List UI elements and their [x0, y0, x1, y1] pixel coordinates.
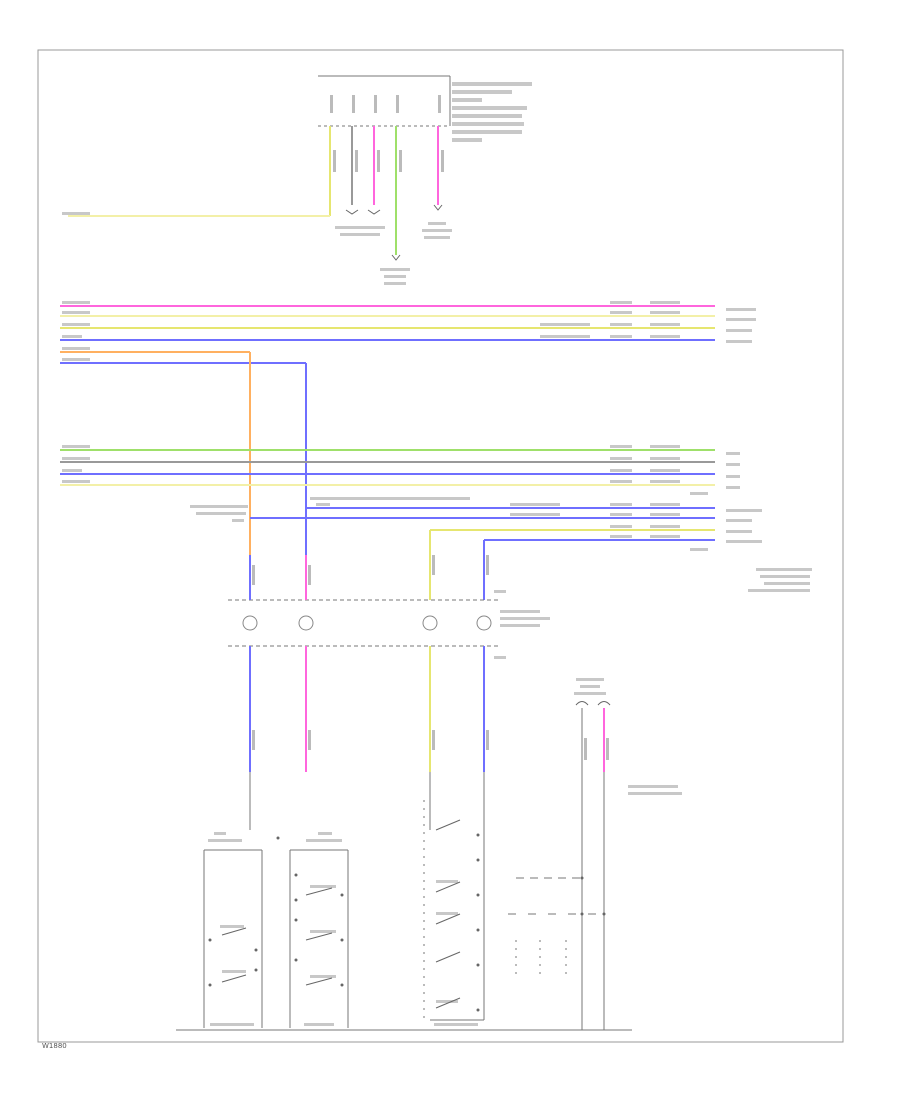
diagram-stamp: W1880 [42, 1042, 67, 1050]
top-wires [329, 126, 452, 285]
middle-switch-box [276, 832, 349, 1028]
clockspring-connector [228, 590, 550, 659]
steering-wires [249, 555, 489, 830]
bus-group-2 [60, 445, 740, 495]
bus-group-1 [60, 301, 756, 555]
wire-label [62, 212, 90, 215]
top-connector [318, 75, 532, 142]
left-switch-box [203, 832, 263, 1028]
bus-group-3 [190, 497, 812, 600]
ground-label [434, 1023, 478, 1026]
right-switch-box [423, 772, 485, 1021]
diagram-border [37, 49, 844, 1043]
ground-label [210, 1023, 254, 1026]
horn-switch [508, 678, 682, 1030]
ground-label [304, 1023, 334, 1026]
